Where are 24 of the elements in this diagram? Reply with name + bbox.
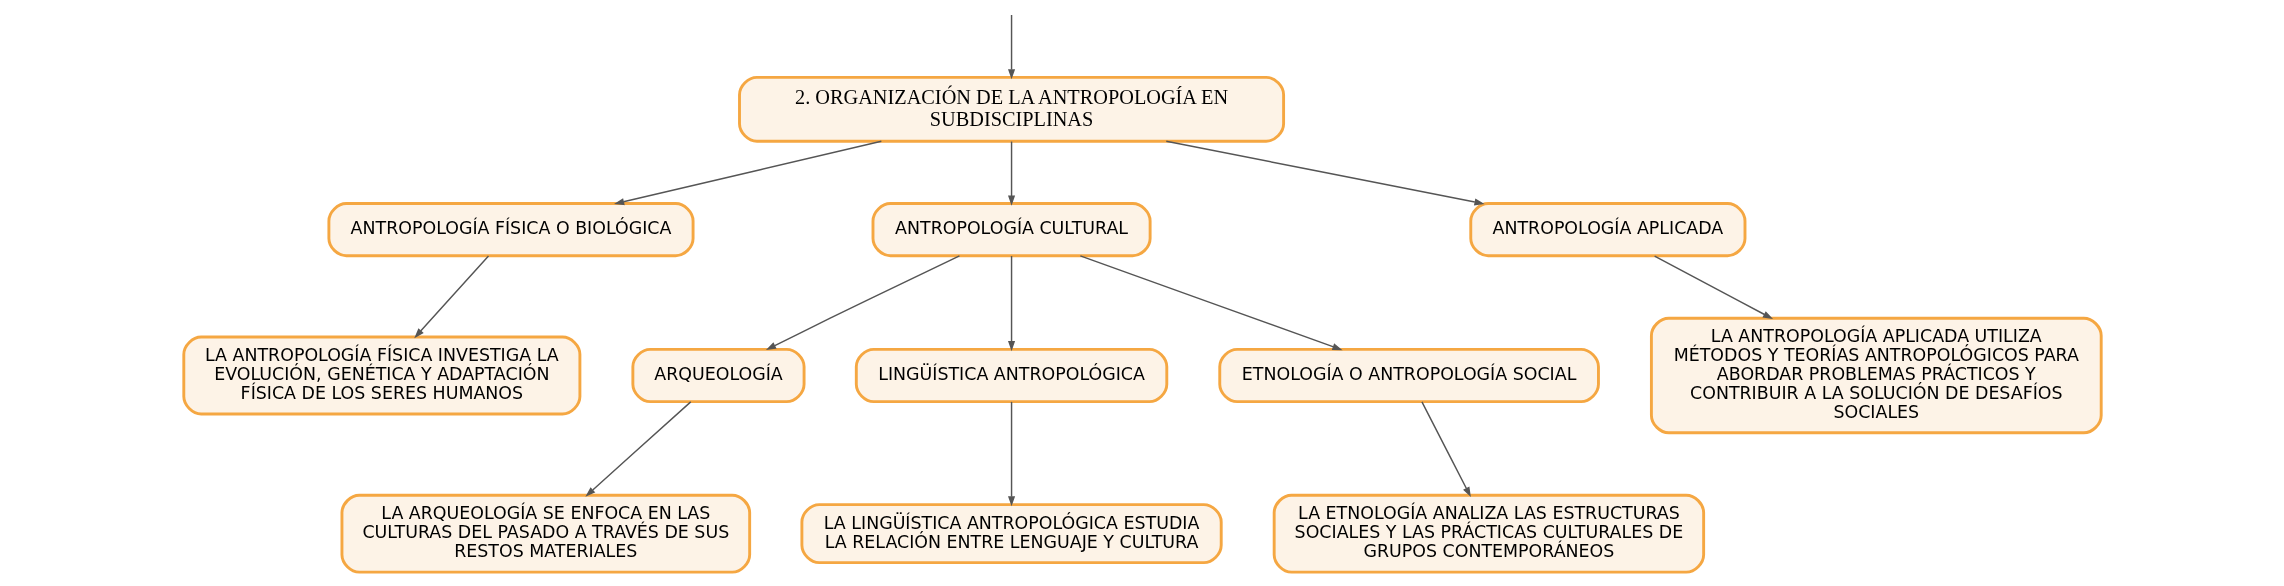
arrow bbox=[765, 255, 960, 351]
arrow bbox=[1007, 401, 1015, 507]
node-box: ANTROPOLOGÍA CULTURAL bbox=[871, 202, 1152, 258]
arrow bbox=[1007, 255, 1015, 352]
arrow bbox=[584, 401, 691, 497]
node-box: ANTROPOLOGÍA APLICADA bbox=[1468, 202, 1746, 258]
arrow bbox=[413, 255, 489, 339]
node-box: ETNOLOGÍA O ANTROPOLOGÍA SOCIAL bbox=[1217, 347, 1600, 404]
node-box: LA ETNOLOGÍA ANALIZA LAS ESTRUCTURAS SOCIALES Y LAS PRÁCTICAS CULTURALES DE GRUPOS CONTEMPORÁNEOS bbox=[1272, 493, 1705, 574]
arrow bbox=[1079, 255, 1343, 351]
node-box: LA ANTROPOLOGÍA APLICADA UTILIZA MÉTODOS Y TEORÍAS ANTROPOLÓGICOS PARA ABORDAR PROBLEMAS PRÁCTICOS Y CONTRIBUIR A LA SOLUCIÓN DE DESAFÍOS SOCIALES bbox=[1649, 316, 2103, 435]
node-box: ARQUEOLOGÍA bbox=[630, 347, 806, 404]
node-box: LA ARQUEOLOGÍA SE ENFOCA EN LAS CULTURAS DEL PASADO A TRAVÉS DE SUS RESTOS MATERIALES bbox=[340, 493, 751, 574]
node-box: LINGÜÍSTICA ANTROPOLÓGICA bbox=[854, 347, 1168, 404]
node-box: 2. ORGANIZACIÓN DE LA ANTROPOLOGÍA EN SUBDISCIPLINAS bbox=[737, 75, 1285, 143]
arrow bbox=[1420, 401, 1471, 498]
node-box: ANTROPOLOGÍA FÍSICA O BIOLÓGICA bbox=[326, 202, 695, 258]
arrow bbox=[613, 140, 882, 206]
arrow bbox=[1165, 140, 1485, 206]
arrow bbox=[1653, 255, 1773, 320]
node-box: LA ANTROPOLOGÍA FÍSICA INVESTIGA LA EVOLUCIÓN, GENÉTICA Y ADAPTACIÓN FÍSICA DE LOS SERES HUMANOS bbox=[181, 335, 581, 416]
node-box: LA LINGÜÍSTICA ANTROPOLÓGICA ESTUDIA LA RELACIÓN ENTRE LENGUAJE Y CULTURA bbox=[799, 503, 1223, 565]
arrow bbox=[1007, 140, 1015, 206]
arrow bbox=[1007, 14, 1015, 80]
